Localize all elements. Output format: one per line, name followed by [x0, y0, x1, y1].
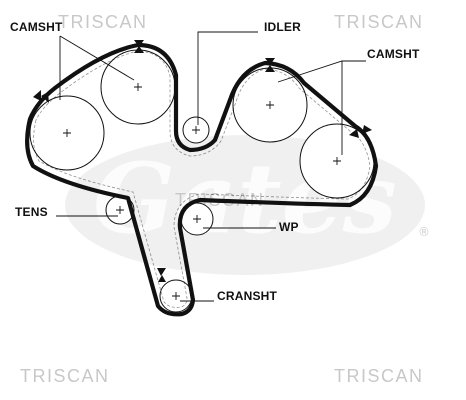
idler-pulley: [182, 116, 210, 144]
timing-mark-camshaft-right-top: [265, 58, 275, 65]
label-idler: IDLER: [264, 20, 301, 34]
timing-mark-camshaft-right-large-a: [362, 125, 372, 134]
label-tensioner: TENS: [15, 205, 48, 219]
timing-mark-camshaft-right-large-b: [349, 129, 359, 138]
label-camshaft-right: CAMSHT: [367, 47, 420, 61]
timing-mark-camshaft-left-large-b: [41, 92, 49, 103]
triscan-watermark-bottom-right: TRISCAN: [334, 366, 424, 386]
triscan-watermark-top-right: TRISCAN: [334, 12, 424, 32]
triscan-watermark-top-left: TRISCAN: [58, 12, 148, 32]
timing-mark-crankshaft-b: [158, 275, 166, 282]
timing-mark-camshaft-left-top: [134, 40, 144, 47]
label-water-pump: WP: [279, 220, 299, 234]
camshaft-right-large-pulley: [299, 123, 375, 199]
label-camshaft-left: CAMSHT: [10, 20, 63, 34]
timing-mark-camshaft-left-large-a: [33, 90, 41, 101]
triscan-watermark-bottom-left: TRISCAN: [20, 366, 110, 386]
camshaft-left-pulley: [100, 49, 176, 125]
leader-camshaft-left: [59, 35, 135, 81]
timing-mark-camshaft-left-bottom: [134, 46, 144, 53]
timing-belt-inner-teeth: [33, 50, 371, 308]
camshaft-right-pulley: [232, 67, 308, 143]
gates-registered-mark: ®: [418, 225, 430, 239]
leader-idler: [197, 31, 258, 125]
label-crankshaft: CRANSHT: [217, 289, 278, 303]
timing-mark-camshaft-right-bottom: [265, 65, 275, 72]
crankshaft-pulley: [159, 279, 193, 313]
timing-mark-crankshaft-a: [157, 268, 166, 276]
camshaft-left-large-pulley: [29, 95, 105, 171]
timing-belt: [25, 42, 379, 317]
